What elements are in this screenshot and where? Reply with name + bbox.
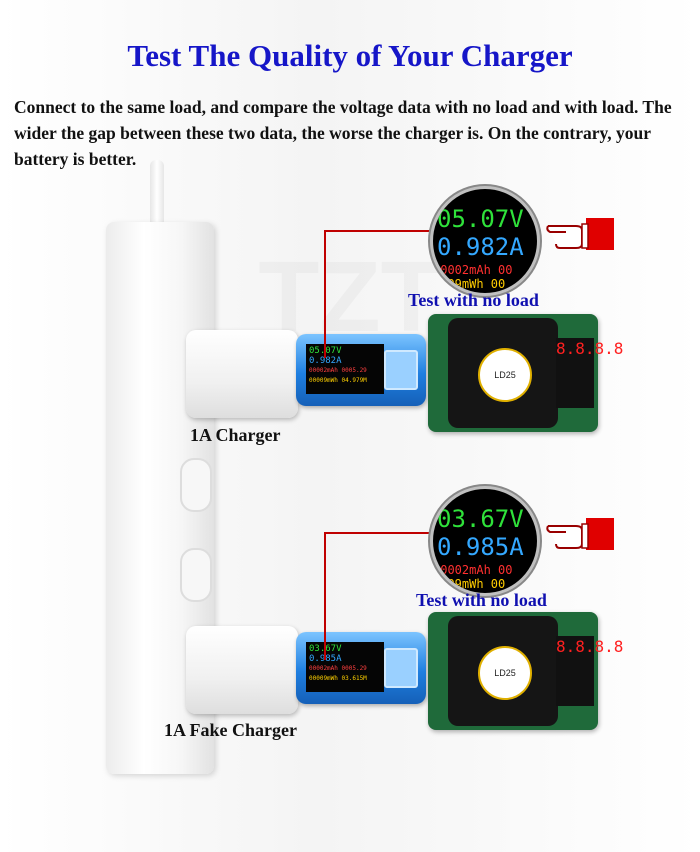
zoom-voltage: 03.67V xyxy=(437,505,524,533)
description-text: Connect to the same load, and compare th… xyxy=(14,97,672,169)
power-socket xyxy=(180,548,212,602)
zoom-current: 0.982A xyxy=(437,233,524,261)
meter-voltage: 05.07V xyxy=(309,346,381,356)
meter-readout: 00002mAh 0005.29 xyxy=(309,665,367,672)
segment-display: 8.8.8.8 xyxy=(556,338,623,408)
meter-current: 0.985A xyxy=(309,654,381,664)
usb-meter: 03.67V 0.985A 00002mAh 0005.29 00009mWh … xyxy=(296,632,426,704)
zoom-readout: 00002mAh 00 xyxy=(433,563,513,577)
meter-current: 0.982A xyxy=(309,356,342,366)
leader-line xyxy=(324,230,326,358)
zoom-readout: 0009mWh 00 xyxy=(433,577,506,591)
zoom-display: 05.07V 0.982A 00002mAh 00 0009mWh 00 xyxy=(430,186,540,296)
zoom-current: 0.985A xyxy=(437,533,524,561)
charger-label: 1A Fake Charger xyxy=(164,720,297,740)
charger-label: 1A Charger xyxy=(190,425,281,445)
meter-voltage: 03.67V xyxy=(309,644,381,654)
meter-screen: 05.07V 0.982A 00002mAh 0005.29 00009mWh … xyxy=(306,344,384,394)
fan-label: LD25 xyxy=(478,348,532,402)
cooling-fan: LD25 xyxy=(448,616,558,726)
fan-label: LD25 xyxy=(478,646,532,700)
test-caption: Test with no load xyxy=(408,290,539,310)
meter-readout: 00009mWh 04.979M xyxy=(309,377,367,384)
usb-port xyxy=(384,350,418,390)
segment-display: 8.8.8.8 xyxy=(556,636,623,706)
power-socket xyxy=(180,458,212,512)
zoom-voltage: 05.07V xyxy=(437,205,524,233)
electronic-load: LD25 8.8.8.8 xyxy=(428,314,623,432)
power-cable xyxy=(150,160,164,230)
leader-line xyxy=(324,230,436,232)
charger-adapter xyxy=(186,330,298,418)
page-title: Test The Quality of Your Charger xyxy=(127,38,573,73)
zoom-display: 03.67V 0.985A 00002mAh 00 0009mWh 00 xyxy=(430,486,540,596)
leader-line xyxy=(324,532,326,660)
usb-port xyxy=(384,648,418,688)
meter-readout: 00002mAh 0005.29 xyxy=(309,367,367,374)
usb-meter: 05.07V 0.982A 00002mAh 0005.29 00009mWh … xyxy=(296,334,426,406)
charger-adapter xyxy=(186,626,298,714)
zoom-readout: 0009mWh 00 xyxy=(433,277,506,291)
cooling-fan: LD25 xyxy=(448,318,558,428)
electronic-load: LD25 8.8.8.8 xyxy=(428,612,623,730)
meter-readout: 00009mWh 03.615M xyxy=(309,675,367,682)
zoom-readout: 00002mAh 00 xyxy=(433,263,513,277)
pointing-hand-icon xyxy=(546,518,614,550)
meter-screen: 03.67V 0.985A 00002mAh 0005.29 00009mWh … xyxy=(306,642,384,692)
leader-line xyxy=(324,532,436,534)
test-caption: Test with no load xyxy=(416,590,547,610)
pointing-hand-icon xyxy=(546,218,614,250)
